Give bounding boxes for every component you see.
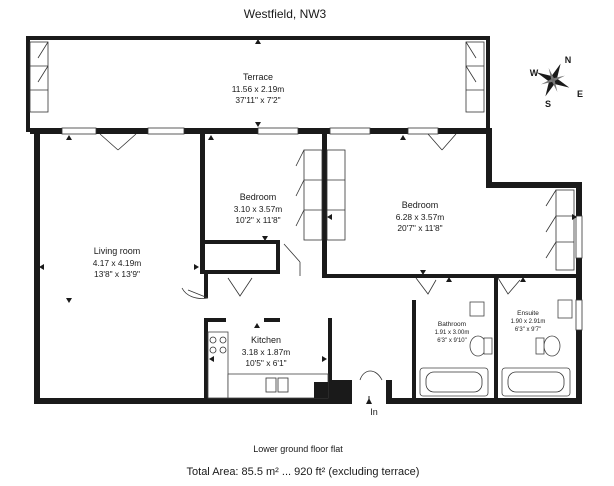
fixtures (207, 149, 575, 399)
label-bathroom: Bathroom 1.91 x 3.00m 6'3" x 9'10" (435, 321, 470, 344)
label-bedroom-1: Bedroom 3.10 x 3.57m 10'2" x 11'8" (234, 192, 282, 225)
room-name: Kitchen (251, 335, 281, 345)
entrance-label: In (370, 407, 378, 417)
label-ensuite: Ensuite 1.90 x 2.91m 6'3" x 9'7" (511, 310, 546, 333)
room-imperial: 20'7" x 11'8" (397, 223, 442, 233)
label-terrace: Terrace 11.56 x 2.19m 37'11" x 7'2" (232, 72, 284, 105)
room-metric: 1.90 x 2.91m (511, 319, 546, 325)
compass-n: N (565, 55, 572, 65)
compass-s: S (545, 99, 551, 109)
room-name: Bedroom (240, 192, 277, 202)
doors (99, 133, 521, 381)
outer-walls (30, 127, 583, 404)
room-metric: 11.56 x 2.19m (232, 84, 284, 94)
measure-markers (39, 39, 577, 362)
floor-caption: Lower ground floor flat (253, 444, 343, 454)
compass-icon (536, 63, 570, 97)
entrance: In (366, 396, 378, 417)
room-imperial: 37'11" x 7'2" (235, 95, 280, 105)
room-imperial: 10'2" x 11'8" (235, 215, 280, 225)
room-name: Terrace (243, 72, 273, 82)
room-imperial: 13'8" x 13'9" (94, 269, 140, 279)
label-living-room: Living room 4.17 x 4.19m 13'8" x 13'9" (93, 246, 141, 279)
room-metric: 4.17 x 4.19m (93, 258, 141, 268)
room-metric: 1.91 x 3.00m (435, 330, 470, 336)
label-bedroom-2: Bedroom 6.28 x 3.57m 20'7" x 11'8" (396, 200, 444, 233)
room-imperial: 6'3" x 9'7" (515, 327, 541, 333)
room-metric: 3.18 x 1.87m (242, 347, 290, 357)
room-metric: 6.28 x 3.57m (396, 212, 444, 222)
compass-w: W (530, 68, 539, 78)
room-name: Bathroom (438, 321, 466, 328)
compass-e: E (577, 89, 583, 99)
room-imperial: 10'5" x 6'1" (245, 358, 286, 368)
room-name: Bedroom (402, 200, 439, 210)
terrace-area (26, 36, 490, 132)
room-name: Ensuite (517, 310, 539, 317)
interior-walls (200, 134, 578, 400)
room-name: Living room (94, 246, 141, 256)
room-imperial: 6'3" x 9'10" (437, 338, 467, 344)
plan-title: Westfield, NW3 (244, 7, 327, 21)
room-metric: 3.10 x 3.57m (234, 204, 282, 214)
total-area: Total Area: 85.5 m² ... 920 ft² (excludi… (187, 466, 420, 478)
label-kitchen: Kitchen 3.18 x 1.87m 10'5" x 6'1" (242, 335, 290, 368)
